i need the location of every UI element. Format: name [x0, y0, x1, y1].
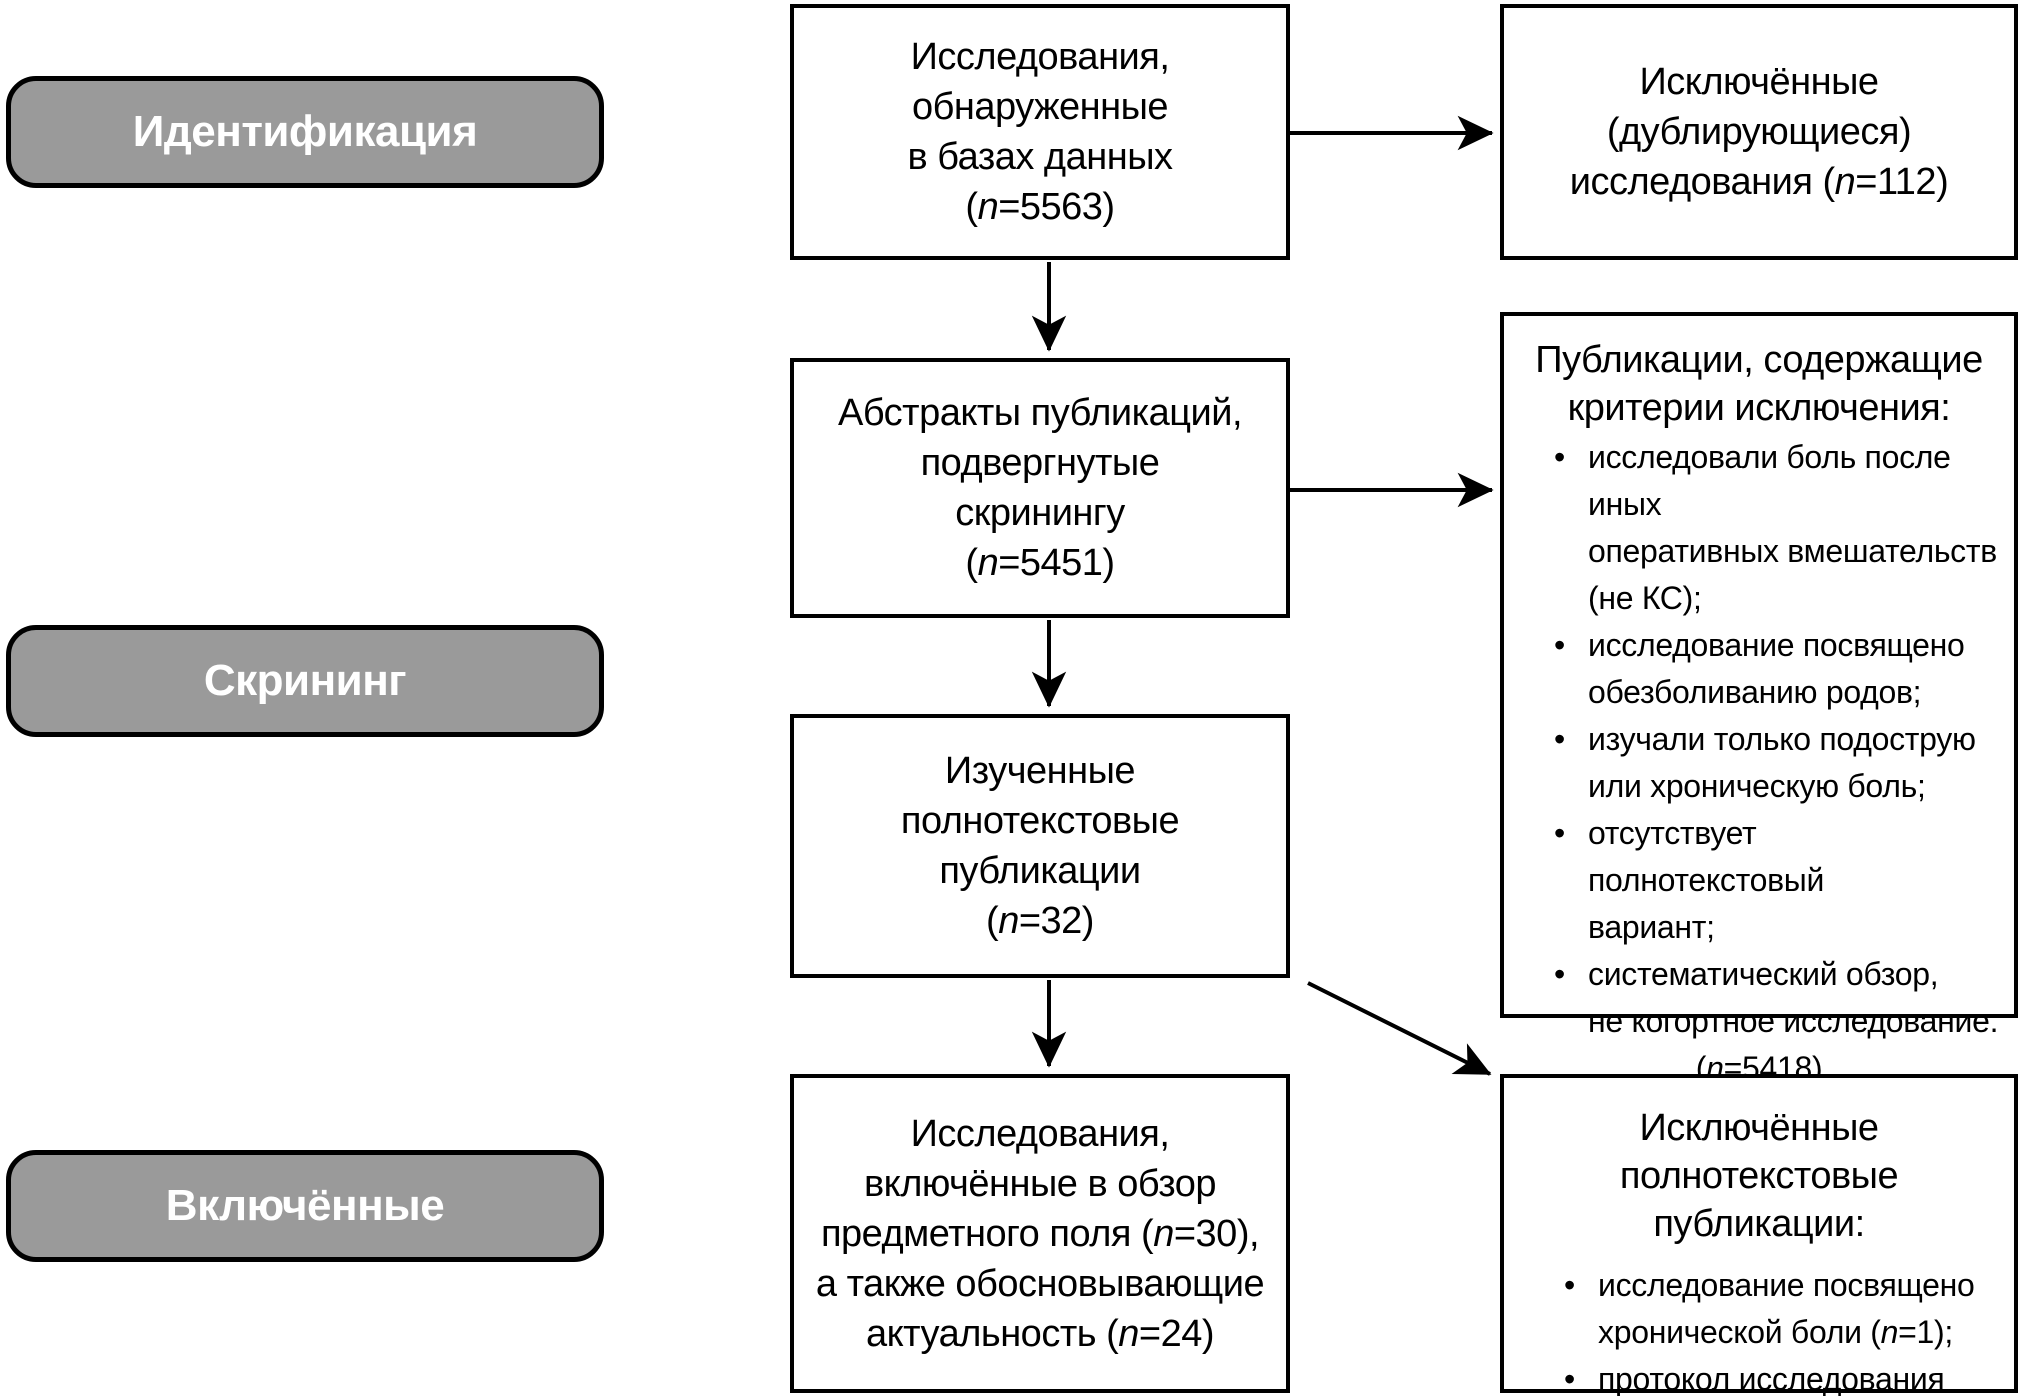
bullet-icon: •	[1554, 721, 1565, 757]
stage-label-identification: Идентификация	[6, 76, 604, 188]
bullet-icon: •	[1554, 815, 1565, 851]
stage-label-screening: Скрининг	[6, 625, 604, 737]
bullet-item: • протокол исследования (n=1).	[1564, 1356, 2000, 1396]
arrow-fulltext-to-excluded-fulltext	[1307, 981, 1492, 1076]
bullet-text: протокол исследования (n=1).	[1598, 1361, 1945, 1396]
bullet-icon: •	[1554, 956, 1565, 992]
stage-label-included: Включённые	[6, 1150, 604, 1262]
stage-label-text: Идентификация	[132, 107, 478, 156]
stage-label-text: Включённые	[165, 1181, 445, 1230]
bullet-icon: •	[1564, 1267, 1575, 1303]
box-excluded-duplicates: Исключённые(дублирующиеся)исследования (…	[1500, 4, 2018, 260]
box-text: Исключённые(дублирующиеся)исследования (…	[1569, 61, 1949, 203]
bullet-icon: •	[1554, 627, 1565, 663]
stage-label-text: Скрининг	[203, 656, 407, 705]
bullet-text: систематический обзор,не когортное иссле…	[1588, 956, 1999, 1039]
bullet-icon: •	[1554, 439, 1565, 475]
bullet-item: • систематический обзор,не когортное иссл…	[1554, 951, 2000, 1045]
bullet-icon: •	[1564, 1361, 1575, 1396]
